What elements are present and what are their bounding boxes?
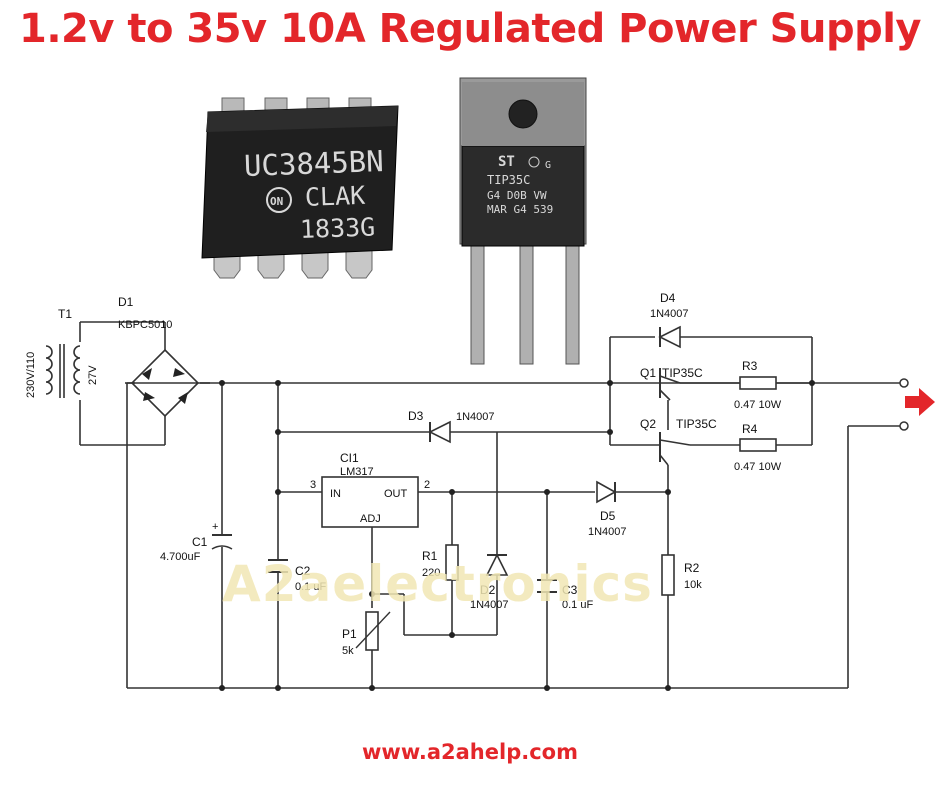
watermark: A2aelectronics bbox=[222, 555, 653, 613]
transistor-q1: Q1 TIP35C bbox=[640, 366, 703, 401]
d1-ref: D1 bbox=[118, 295, 134, 309]
transistor-q2: Q2 TIP35C bbox=[640, 417, 717, 466]
chip-logo-text: ON bbox=[270, 195, 283, 208]
transistor-marking-1: TIP35C bbox=[487, 173, 530, 187]
r3-value: 0.47 10W bbox=[734, 399, 782, 411]
diode-d3: D3 1N4007 bbox=[408, 409, 495, 444]
r1-value: 220 bbox=[422, 567, 440, 579]
q1-value: TIP35C bbox=[662, 366, 703, 380]
schematic-wires bbox=[79, 321, 900, 689]
d5-value: 1N4007 bbox=[588, 526, 627, 538]
d3-ref: D3 bbox=[408, 409, 424, 423]
chip-marking-2: CLAK bbox=[304, 181, 365, 212]
potentiometer-p1: P1 5k bbox=[342, 611, 391, 657]
q1-ref: Q1 bbox=[640, 366, 656, 380]
q2-value: TIP35C bbox=[676, 417, 717, 431]
c3-value: 0.1 uF bbox=[562, 599, 593, 611]
r4-value: 0.47 10W bbox=[734, 461, 782, 473]
r4-ref: R4 bbox=[742, 422, 758, 436]
svg-text:+: + bbox=[212, 521, 218, 533]
t1-secondary: 27V bbox=[87, 365, 99, 385]
ci1-pin3: 3 bbox=[310, 479, 316, 491]
diode-d4: D4 1N4007 bbox=[650, 291, 689, 349]
chip-marking-1: UC3845BN bbox=[243, 144, 384, 183]
transistor-marking-3: MAR G4 539 bbox=[487, 203, 553, 216]
ci1-pin-out: OUT bbox=[384, 488, 408, 500]
c1-value: 4.700uF bbox=[160, 551, 201, 563]
diode-d2: D2 1N4007 bbox=[470, 553, 509, 611]
t1-ref: T1 bbox=[58, 307, 72, 321]
bridge-rectifier-d1: D1 KBPC5010 bbox=[118, 295, 200, 418]
q2-ref: Q2 bbox=[640, 417, 656, 431]
ci1-pin2: 2 bbox=[424, 479, 430, 491]
footer-url: www.a2ahelp.com bbox=[362, 740, 578, 764]
d2-value: 1N4007 bbox=[470, 599, 509, 611]
regulator-ci1: CI1 LM317 IN OUT ADJ 3 2 bbox=[310, 451, 430, 528]
c2-value: 0.1 uF bbox=[295, 581, 326, 593]
diode-d5: D5 1N4007 bbox=[588, 480, 627, 538]
c2-ref: C2 bbox=[295, 564, 311, 578]
ic-chip-photo: UC3845BN ON CLAK 1833G bbox=[201, 97, 399, 279]
d4-ref: D4 bbox=[660, 291, 676, 305]
c1-ref: C1 bbox=[192, 535, 208, 549]
p1-ref: P1 bbox=[342, 627, 357, 641]
ci1-value: LM317 bbox=[340, 466, 374, 478]
st-logo-icon: ST bbox=[498, 154, 515, 170]
output-terminal-positive bbox=[899, 378, 909, 388]
ci1-ref: CI1 bbox=[340, 451, 359, 465]
d4-value: 1N4007 bbox=[650, 308, 689, 320]
output-terminal-negative bbox=[899, 421, 909, 431]
transistor-marking-suffix: G bbox=[545, 160, 551, 171]
d1-value: KBPC5010 bbox=[118, 319, 172, 331]
on-logo-icon bbox=[266, 187, 292, 213]
d2-ref: D2 bbox=[480, 583, 496, 597]
capacitor-c2: C2 0.1 uF bbox=[268, 559, 326, 593]
d3-value: 1N4007 bbox=[456, 411, 495, 423]
resistor-r3: R3 0.47 10W bbox=[734, 359, 782, 411]
r1-ref: R1 bbox=[422, 549, 438, 563]
r3-ref: R3 bbox=[742, 359, 758, 373]
t1-primary: 230V/110 bbox=[25, 352, 37, 398]
c3-ref: C3 bbox=[562, 583, 578, 597]
transformer-t1: T1 230V/110 27V bbox=[25, 307, 99, 398]
p1-value: 5k bbox=[342, 645, 354, 657]
r2-value: 10k bbox=[684, 579, 702, 591]
transistor-photo: ST G TIP35C G4 D0B VW MAR G4 539 bbox=[459, 77, 587, 365]
resistor-r2: R2 10k bbox=[661, 554, 702, 596]
chip-marking-3: 1833G bbox=[299, 212, 375, 244]
resistor-r4: R4 0.47 10W bbox=[734, 422, 782, 473]
capacitor-c1: + C1 4.700uF bbox=[160, 521, 233, 563]
ci1-pin-in: IN bbox=[330, 488, 341, 500]
capacitor-c3: C3 0.1 uF bbox=[537, 579, 593, 611]
page-title: 1.2v to 35v 10A Regulated Power Supply bbox=[18, 6, 922, 52]
d5-ref: D5 bbox=[600, 509, 616, 523]
resistor-r1: R1 220 bbox=[422, 544, 459, 581]
output-arrow-icon bbox=[905, 388, 935, 416]
r2-ref: R2 bbox=[684, 561, 700, 575]
ci1-pin-adj: ADJ bbox=[360, 513, 381, 525]
junction-dots bbox=[219, 380, 815, 691]
transistor-marking-2: G4 D0B VW bbox=[487, 189, 547, 202]
